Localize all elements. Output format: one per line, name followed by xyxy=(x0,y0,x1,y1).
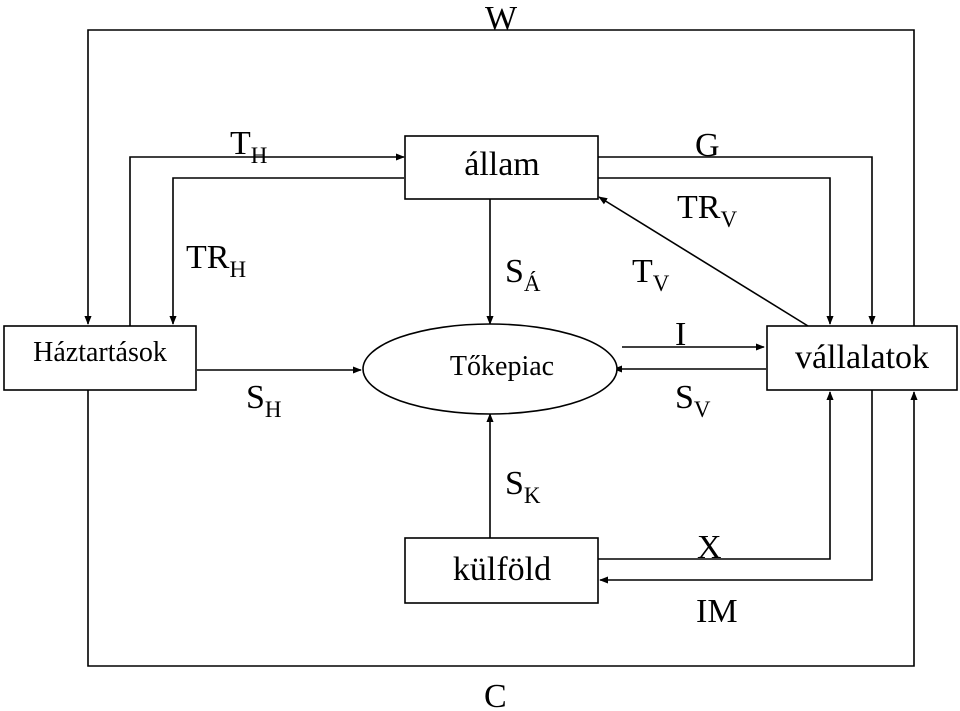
vallalatok-box xyxy=(766,325,958,391)
flow-im-label: IM xyxy=(696,593,738,630)
flow-i-label: I xyxy=(675,316,686,353)
vallalatok-label: vállalatok xyxy=(795,339,929,376)
kulfold-label: külföld xyxy=(453,551,551,588)
flow-tv-label: TV xyxy=(632,253,670,296)
flow-g-line xyxy=(598,156,876,325)
flow-tv-line xyxy=(598,196,809,327)
flow-trv-line xyxy=(598,177,834,325)
haztartasok-box xyxy=(3,325,197,391)
allam-box xyxy=(404,135,599,200)
flow-c-line xyxy=(87,390,918,667)
flow-w-label: W xyxy=(485,0,518,37)
flow-g-label: G xyxy=(695,127,720,164)
flow-trv-label: TRV xyxy=(677,189,737,232)
haztartasok-label: Háztartások xyxy=(33,337,167,368)
flow-x-label: X xyxy=(697,529,722,566)
flow-th-label: TH xyxy=(230,125,267,168)
flow-sv-label: SV xyxy=(675,379,711,422)
flow-c-label: C xyxy=(484,678,507,711)
flow-th-line xyxy=(129,153,405,326)
tokepiac-ellipse xyxy=(362,323,618,415)
flow-sk-label: SK xyxy=(505,465,541,508)
allam-label: állam xyxy=(464,146,540,183)
flow-x-line xyxy=(598,391,834,560)
kulfold-box xyxy=(404,537,599,604)
flow-sh-label: SH xyxy=(246,379,282,422)
flow-im-line xyxy=(599,390,873,584)
flow-trh-line xyxy=(169,177,404,325)
flow-trh-label: TRH xyxy=(186,239,246,282)
flow-sa-label: SÁ xyxy=(505,253,541,296)
flow-w-line xyxy=(84,29,915,326)
tokepiac-label: Tőkepiac xyxy=(450,351,554,382)
